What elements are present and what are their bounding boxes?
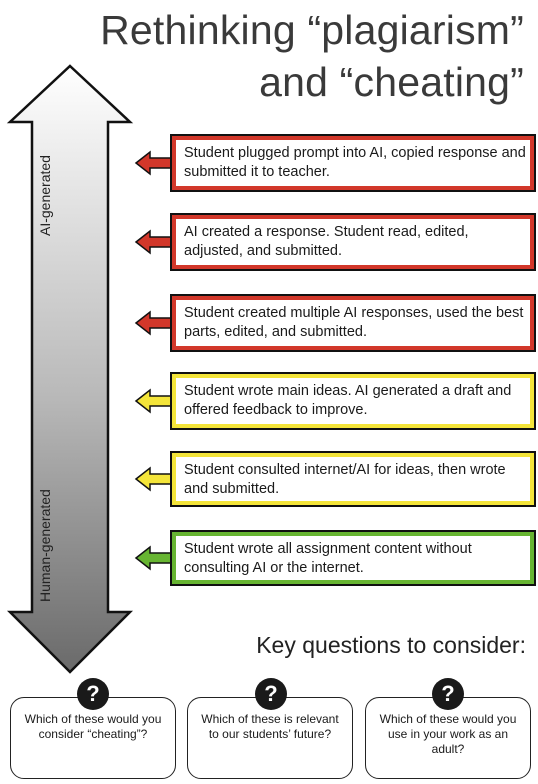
level-text: AI created a response. Student read, edi… (184, 224, 469, 259)
level-text: Student consulted internet/AI for ideas,… (184, 462, 506, 497)
level-pointer-arrow (134, 150, 173, 176)
level-box: Student wrote all assignment content wit… (170, 530, 536, 586)
question-mark-icon: ? (255, 678, 287, 710)
title-line-2: and “cheating” (259, 59, 524, 105)
level-box: AI created a response. Student read, edi… (170, 213, 536, 271)
page-title: Rethinking “plagiarism” and “cheating” (4, 4, 524, 108)
level-text: Student wrote main ideas. AI generated a… (184, 383, 512, 418)
level-pointer-arrow (134, 466, 173, 492)
question-card: Which of these would you consider “cheat… (10, 697, 176, 779)
level-pointer-arrow (134, 229, 173, 255)
level-box: Student plugged prompt into AI, copied r… (170, 134, 536, 192)
level-box: Student consulted internet/AI for ideas,… (170, 451, 536, 507)
axis-label-ai: AI-generated (37, 155, 53, 236)
key-questions-heading: Key questions to consider: (256, 632, 526, 658)
title-line-1: Rethinking “plagiarism” (100, 7, 524, 53)
question-mark-icon: ? (432, 678, 464, 710)
question-card: Which of these is relevant to our studen… (187, 697, 353, 779)
question-text: Which of these would you use in your wor… (379, 712, 517, 756)
question-text: Which of these is relevant to our studen… (201, 712, 339, 741)
level-text: Student created multiple AI responses, u… (184, 305, 524, 340)
axis-label-human: Human-generated (37, 489, 53, 602)
level-pointer-arrow (134, 388, 173, 414)
level-text: Student wrote all assignment content wit… (184, 541, 472, 576)
question-card: Which of these would you use in your wor… (365, 697, 531, 779)
level-box: Student wrote main ideas. AI generated a… (170, 372, 536, 430)
question-mark-icon: ? (77, 678, 109, 710)
level-text: Student plugged prompt into AI, copied r… (184, 145, 526, 180)
level-pointer-arrow (134, 310, 173, 336)
level-box: Student created multiple AI responses, u… (170, 294, 536, 352)
question-text: Which of these would you consider “cheat… (24, 712, 162, 741)
level-pointer-arrow (134, 545, 173, 571)
